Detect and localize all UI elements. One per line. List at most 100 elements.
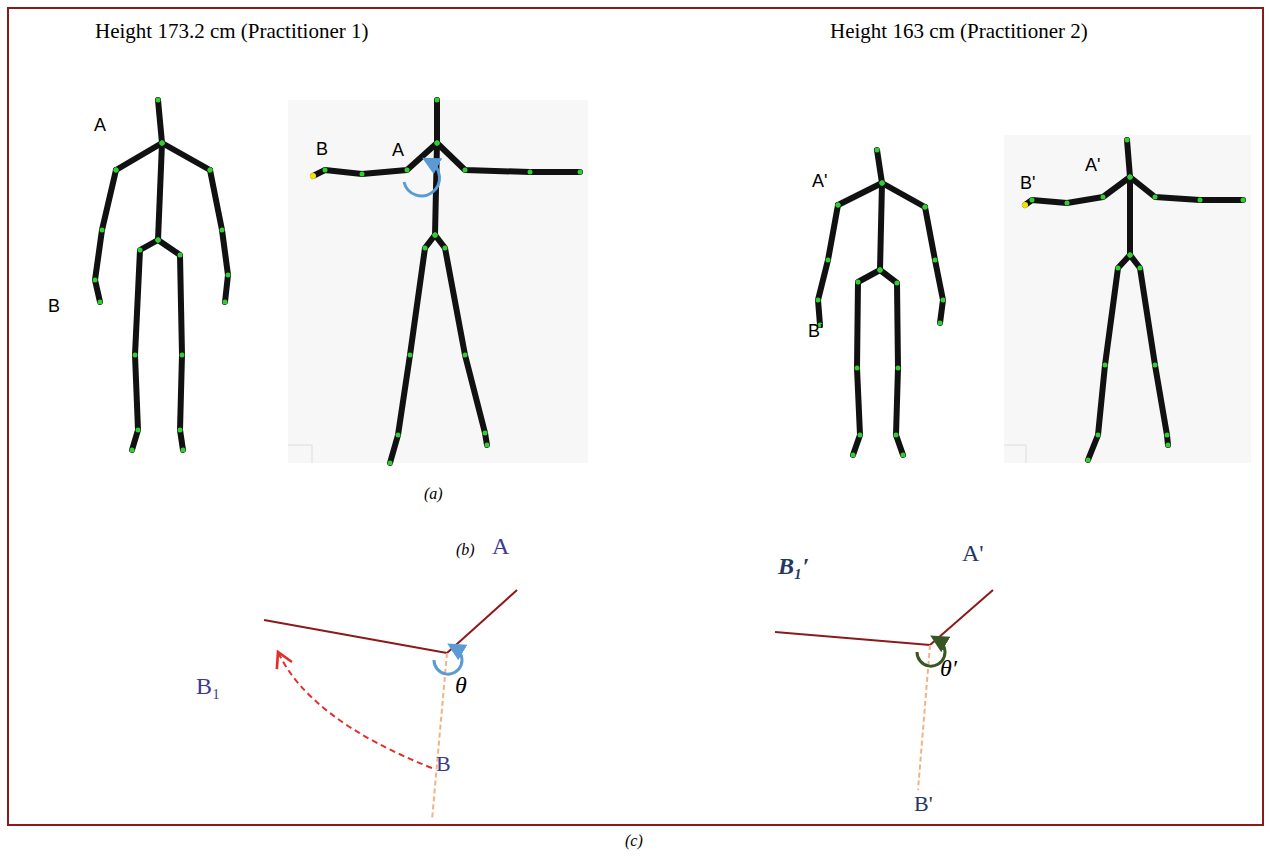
joint-dot	[851, 453, 856, 458]
joint-label: B	[48, 297, 60, 317]
joint-dot	[1138, 266, 1143, 271]
stick-figure	[816, 148, 946, 458]
joint-dot	[208, 168, 213, 173]
angle-arrow	[404, 162, 440, 196]
joint-dot	[1023, 203, 1028, 208]
joint-dot	[1116, 266, 1121, 271]
bone	[1127, 177, 1133, 255]
rotation-arrow	[278, 652, 432, 768]
panel-title: Height 163 cm (Practitioner 2)	[830, 20, 1088, 43]
joint-dot	[156, 238, 161, 243]
point-label: A	[492, 533, 509, 559]
joint-dot	[1128, 253, 1133, 258]
joint-label: A	[94, 116, 106, 136]
joint-label: B'	[808, 322, 823, 342]
joint-dot	[223, 300, 228, 305]
joint-dot	[878, 268, 883, 273]
joint-dot	[880, 181, 885, 186]
bone	[132, 240, 158, 450]
bone	[853, 270, 880, 455]
angle-arrow	[434, 648, 462, 674]
joint-dot	[98, 300, 103, 305]
joint-label: A	[392, 141, 404, 161]
joint-dot	[1128, 175, 1133, 180]
joint-dot	[435, 141, 440, 146]
bone	[210, 170, 228, 302]
stick-figure	[1022, 138, 1246, 463]
joint-label: A'	[812, 172, 827, 192]
joint-dot	[1165, 433, 1170, 438]
joint-dot	[178, 428, 183, 433]
joint-dot	[875, 148, 880, 153]
joint-dot	[578, 170, 583, 175]
joint-dot	[836, 203, 841, 208]
joint-dot	[1153, 195, 1158, 200]
point-label: B₁′	[778, 553, 809, 579]
joint-dot	[130, 448, 135, 453]
joint-dot	[1101, 195, 1106, 200]
joint-dot	[100, 228, 105, 233]
joint-label: A'	[1085, 156, 1100, 176]
joint-dot	[405, 168, 410, 173]
bone	[877, 150, 882, 183]
point-label: B	[436, 752, 451, 776]
joint-dot	[138, 248, 143, 253]
joint-dot	[836, 203, 841, 208]
bone	[880, 270, 903, 455]
joint-dot	[156, 238, 161, 243]
joint-dot	[485, 443, 490, 448]
joint-dot	[156, 238, 161, 243]
joint-dot	[435, 141, 440, 146]
joint-dot	[408, 353, 413, 358]
bone	[880, 183, 882, 270]
joint-dot	[894, 433, 899, 438]
joint-dot	[1128, 175, 1133, 180]
joint-dot	[528, 170, 533, 175]
joint-dot	[901, 453, 906, 458]
bone	[925, 207, 943, 323]
joint-dot	[156, 98, 161, 103]
joint-dot	[1086, 458, 1091, 463]
joint-dot	[1166, 443, 1171, 448]
angle-label: θ′	[940, 655, 957, 681]
joint-dot	[220, 228, 225, 233]
joint-dot	[463, 353, 468, 358]
joint-dot	[433, 233, 438, 238]
joint-dot	[181, 448, 186, 453]
bone	[1127, 140, 1130, 177]
subfigure-label: (a)	[424, 485, 443, 503]
photo-panel	[288, 100, 588, 463]
joint-dot	[938, 321, 943, 326]
joint-dot	[226, 273, 231, 278]
joint-dot	[1198, 198, 1203, 203]
joint-dot	[1241, 198, 1246, 203]
joint-dot	[133, 353, 138, 358]
joint-dot	[1065, 201, 1070, 206]
point-label: B₁	[196, 673, 220, 699]
wrist-marker	[310, 173, 316, 179]
joint-dot	[463, 168, 468, 173]
bone	[1088, 255, 1130, 460]
joint-dot	[396, 433, 401, 438]
joint-dot	[483, 431, 488, 436]
angle-label: θ	[455, 672, 467, 698]
bone	[435, 235, 487, 445]
joint-dot	[1030, 198, 1035, 203]
joint-dot	[941, 298, 946, 303]
joint-dot	[433, 233, 438, 238]
joint-dot	[433, 233, 438, 238]
forearm-line	[264, 620, 447, 653]
joint-dot	[816, 298, 821, 303]
joint-dot	[208, 168, 213, 173]
joint-dot	[1096, 433, 1101, 438]
bone	[1130, 255, 1168, 445]
joint-dot	[855, 366, 860, 371]
joint-dot	[923, 205, 928, 210]
wrist-marker	[1022, 202, 1028, 208]
joint-dot	[323, 168, 328, 173]
joint-dot	[435, 98, 440, 103]
joint-dot	[160, 141, 165, 146]
joint-dot	[923, 205, 928, 210]
joint-dot	[180, 353, 185, 358]
